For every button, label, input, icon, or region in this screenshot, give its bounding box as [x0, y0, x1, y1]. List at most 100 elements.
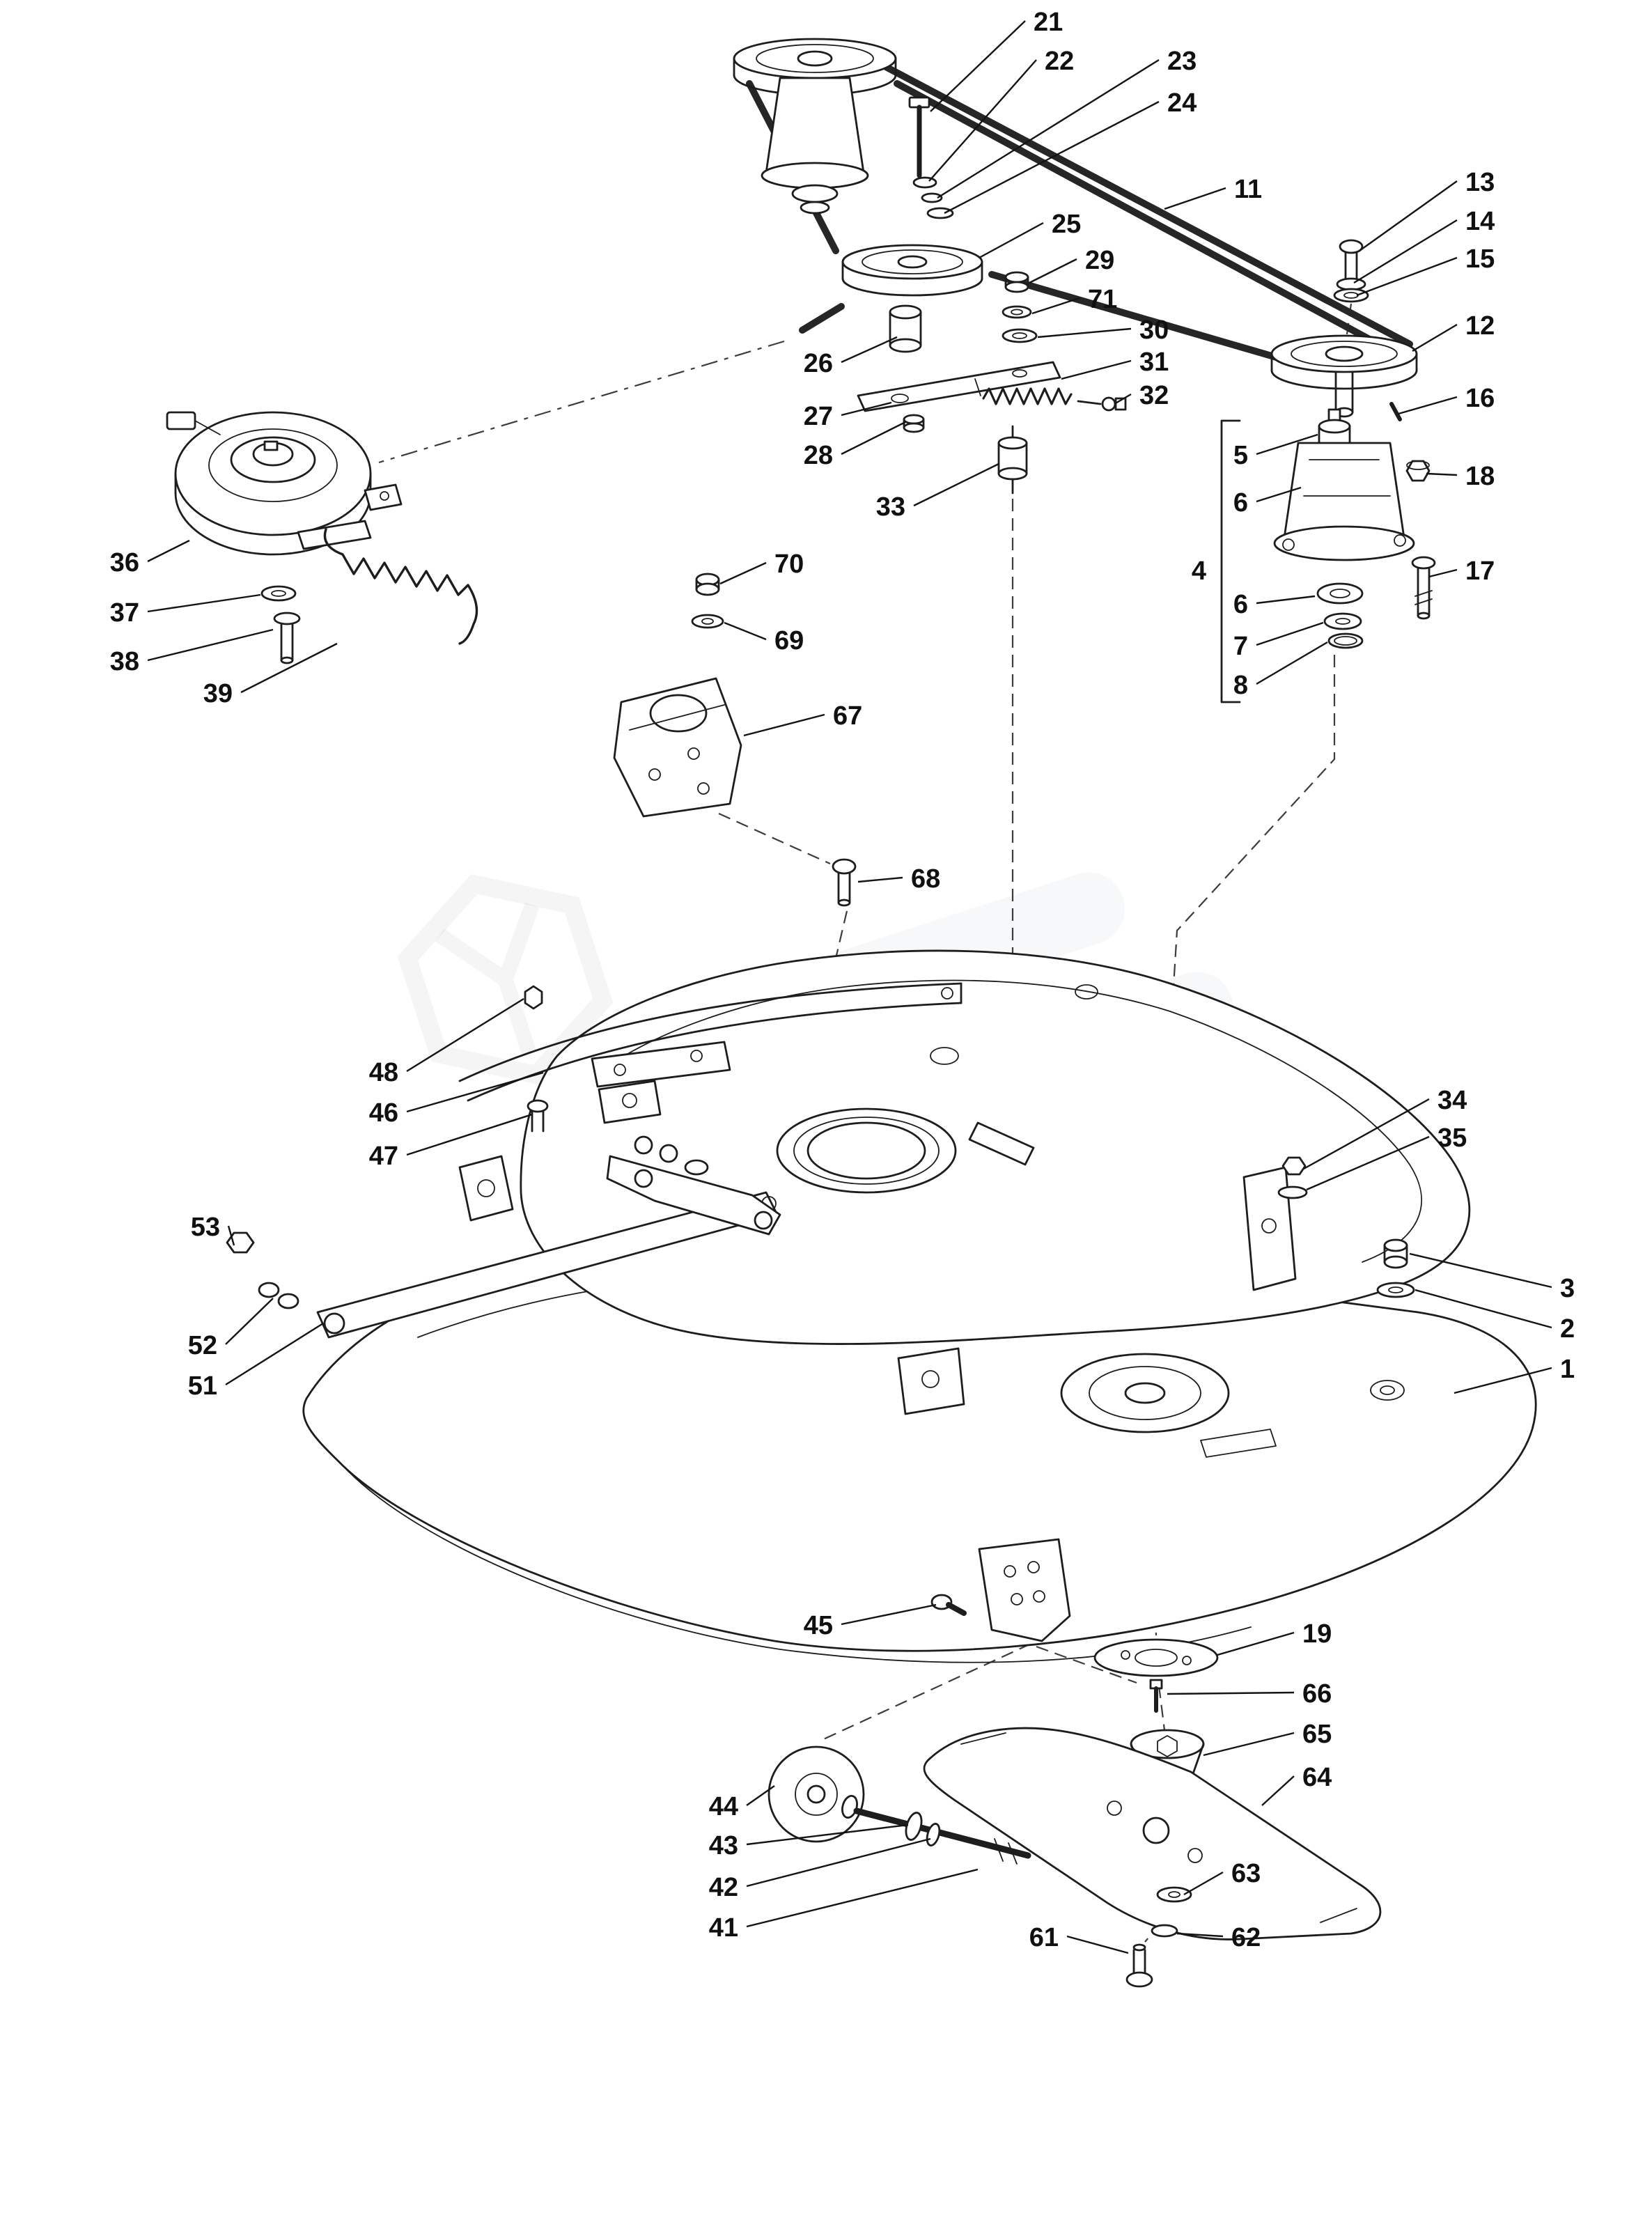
- leader-line-67: [743, 713, 825, 737]
- leader-line-33: [913, 462, 999, 507]
- part-label-38: 38: [110, 647, 139, 676]
- part-label-45: 45: [804, 1611, 833, 1640]
- part-label-64: 64: [1302, 1763, 1332, 1792]
- clutch-assembly-36: [166, 411, 403, 556]
- bolt-68: [832, 858, 857, 907]
- leader-line-37: [147, 593, 261, 613]
- part-label-37: 37: [110, 598, 139, 628]
- leader-line-48: [406, 997, 524, 1073]
- part-label-8: 8: [1233, 671, 1248, 700]
- leader-line-34: [1303, 1098, 1430, 1170]
- part-label-6: 6: [1233, 590, 1248, 619]
- part-label-21: 21: [1034, 8, 1063, 37]
- leader-line-38: [147, 628, 274, 662]
- part-label-31: 31: [1139, 348, 1169, 377]
- leader-line-31: [1061, 359, 1132, 380]
- part-label-48: 48: [369, 1058, 398, 1087]
- leader-line-68: [857, 876, 903, 883]
- leader-line-39: [240, 642, 338, 694]
- part-label-52: 52: [188, 1331, 217, 1360]
- part-label-41: 41: [709, 1913, 738, 1943]
- leader-line-43: [746, 1823, 909, 1846]
- part-label-51: 51: [188, 1371, 217, 1401]
- part-label-7: 7: [1233, 632, 1248, 661]
- part-label-32: 32: [1139, 381, 1169, 410]
- leader-line-53: [227, 1225, 235, 1246]
- leader-line-15: [1356, 256, 1458, 297]
- leader-line-28: [841, 421, 906, 456]
- leader-line-66: [1167, 1691, 1295, 1695]
- part-label-42: 42: [709, 1873, 738, 1902]
- part-label-36: 36: [110, 548, 139, 577]
- part-label-1: 1: [1560, 1355, 1575, 1384]
- part-label-22: 22: [1045, 47, 1074, 76]
- part-label-70: 70: [774, 550, 804, 579]
- right-spindle-assembly: [1273, 408, 1436, 649]
- leader-line-61: [1066, 1935, 1129, 1954]
- leader-line-12: [1412, 323, 1458, 352]
- part-label-16: 16: [1465, 384, 1495, 413]
- part-label-33: 33: [876, 492, 905, 522]
- hardware-34-35: [1277, 1156, 1308, 1199]
- part-label-19: 19: [1302, 1619, 1332, 1649]
- leader-line-36: [147, 539, 190, 563]
- friction-washer-19: [1093, 1638, 1219, 1677]
- extension-spring-39: [323, 528, 478, 645]
- leader-line-44: [746, 1785, 775, 1806]
- leader-line-27: [841, 401, 892, 417]
- part-label-47: 47: [369, 1142, 398, 1171]
- part-label-39: 39: [203, 679, 233, 708]
- part-label-5: 5: [1233, 441, 1248, 470]
- part-label-11: 11: [1234, 175, 1262, 204]
- leader-line-6: [1256, 595, 1316, 605]
- part-label-67: 67: [833, 701, 862, 731]
- key-66: [1149, 1679, 1163, 1713]
- leader-line-2: [1415, 1289, 1552, 1329]
- leader-line-51: [225, 1322, 324, 1386]
- leader-line-19: [1217, 1631, 1295, 1656]
- leader-line-14: [1353, 219, 1458, 284]
- leader-line-71: [1031, 297, 1080, 315]
- part-label-35: 35: [1437, 1123, 1467, 1153]
- part-label-27: 27: [804, 402, 833, 431]
- drive-belt: [746, 63, 1413, 361]
- part-label-24: 24: [1167, 88, 1197, 118]
- blade-64: [923, 1727, 1382, 1940]
- axle-bolt-41-washers-42-43: [841, 1794, 1031, 1865]
- part-label-44: 44: [709, 1792, 738, 1821]
- top-pulley-assembly: [733, 38, 897, 215]
- part-label-30: 30: [1139, 316, 1169, 345]
- leader-line-41: [746, 1868, 979, 1928]
- tensioner-hardware: [857, 271, 1127, 495]
- part-label-14: 14: [1465, 207, 1495, 236]
- leader-line-52: [225, 1298, 274, 1345]
- support-wheel-44: [767, 1745, 865, 1843]
- part-label-66: 66: [1302, 1679, 1332, 1709]
- leader-line-21: [930, 20, 1026, 112]
- bolt-47-head: [527, 1099, 549, 1113]
- leader-line-30: [1037, 327, 1132, 339]
- part-label-68: 68: [911, 864, 940, 894]
- leader-line-3: [1409, 1252, 1552, 1289]
- part-label-28: 28: [804, 441, 833, 470]
- part-label-18: 18: [1465, 462, 1495, 491]
- leader-line-46: [406, 1071, 544, 1113]
- leader-line-24: [944, 100, 1160, 215]
- part-label-13: 13: [1465, 168, 1495, 197]
- part-label-62: 62: [1231, 1923, 1261, 1952]
- part-label-25: 25: [1052, 210, 1081, 239]
- leader-line-70: [719, 561, 767, 585]
- middle-pulley-assembly: [841, 244, 983, 353]
- nut-70-washer-69: [691, 573, 724, 629]
- mount-bracket-67: [613, 677, 742, 818]
- part-label-26: 26: [804, 349, 833, 378]
- pin-45: [930, 1594, 967, 1616]
- part-label-46: 46: [369, 1098, 398, 1128]
- leader-line-62: [1176, 1932, 1224, 1938]
- leader-line-65: [1203, 1732, 1295, 1757]
- leader-line-32: [1114, 393, 1132, 405]
- leader-line-26: [841, 336, 898, 364]
- part-label-23: 23: [1167, 47, 1197, 76]
- part-label-2: 2: [1560, 1314, 1575, 1344]
